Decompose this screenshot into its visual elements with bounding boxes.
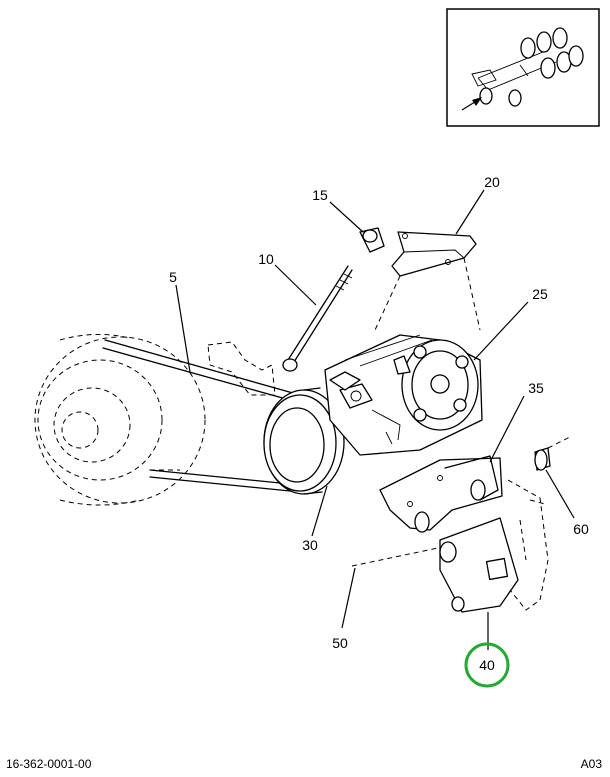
inset-locator — [446, 8, 600, 127]
truck-chassis-icon — [471, 27, 584, 107]
callout-15: 15 — [312, 187, 328, 203]
compressor-pulley — [263, 387, 345, 495]
spacer-part — [534, 435, 573, 471]
callout-60: 60 — [573, 521, 589, 537]
sheet-code: A03 — [580, 757, 602, 771]
callout-labels: 5 10 15 20 25 30 35 40 50 60 — [169, 174, 589, 673]
lower-bracket — [379, 455, 503, 533]
callout-35: 35 — [528, 380, 544, 396]
callout-20: 20 — [484, 174, 500, 190]
callout-5: 5 — [169, 269, 177, 285]
highlight-circle — [464, 642, 510, 688]
drive-belt — [102, 339, 301, 493]
callout-30: 30 — [302, 537, 318, 553]
location-arrow-icon — [461, 97, 482, 111]
adjusting-rod — [282, 265, 353, 372]
part-number: 16-362-0001-00 — [6, 757, 92, 771]
mount-plate — [439, 517, 519, 613]
callout-25: 25 — [532, 286, 548, 302]
clip-part — [359, 227, 385, 253]
upper-bracket — [374, 231, 481, 331]
callout-10: 10 — [258, 251, 274, 267]
ac-compressor — [324, 334, 483, 456]
callout-50: 50 — [332, 635, 348, 651]
callout-40: 40 — [479, 657, 495, 673]
